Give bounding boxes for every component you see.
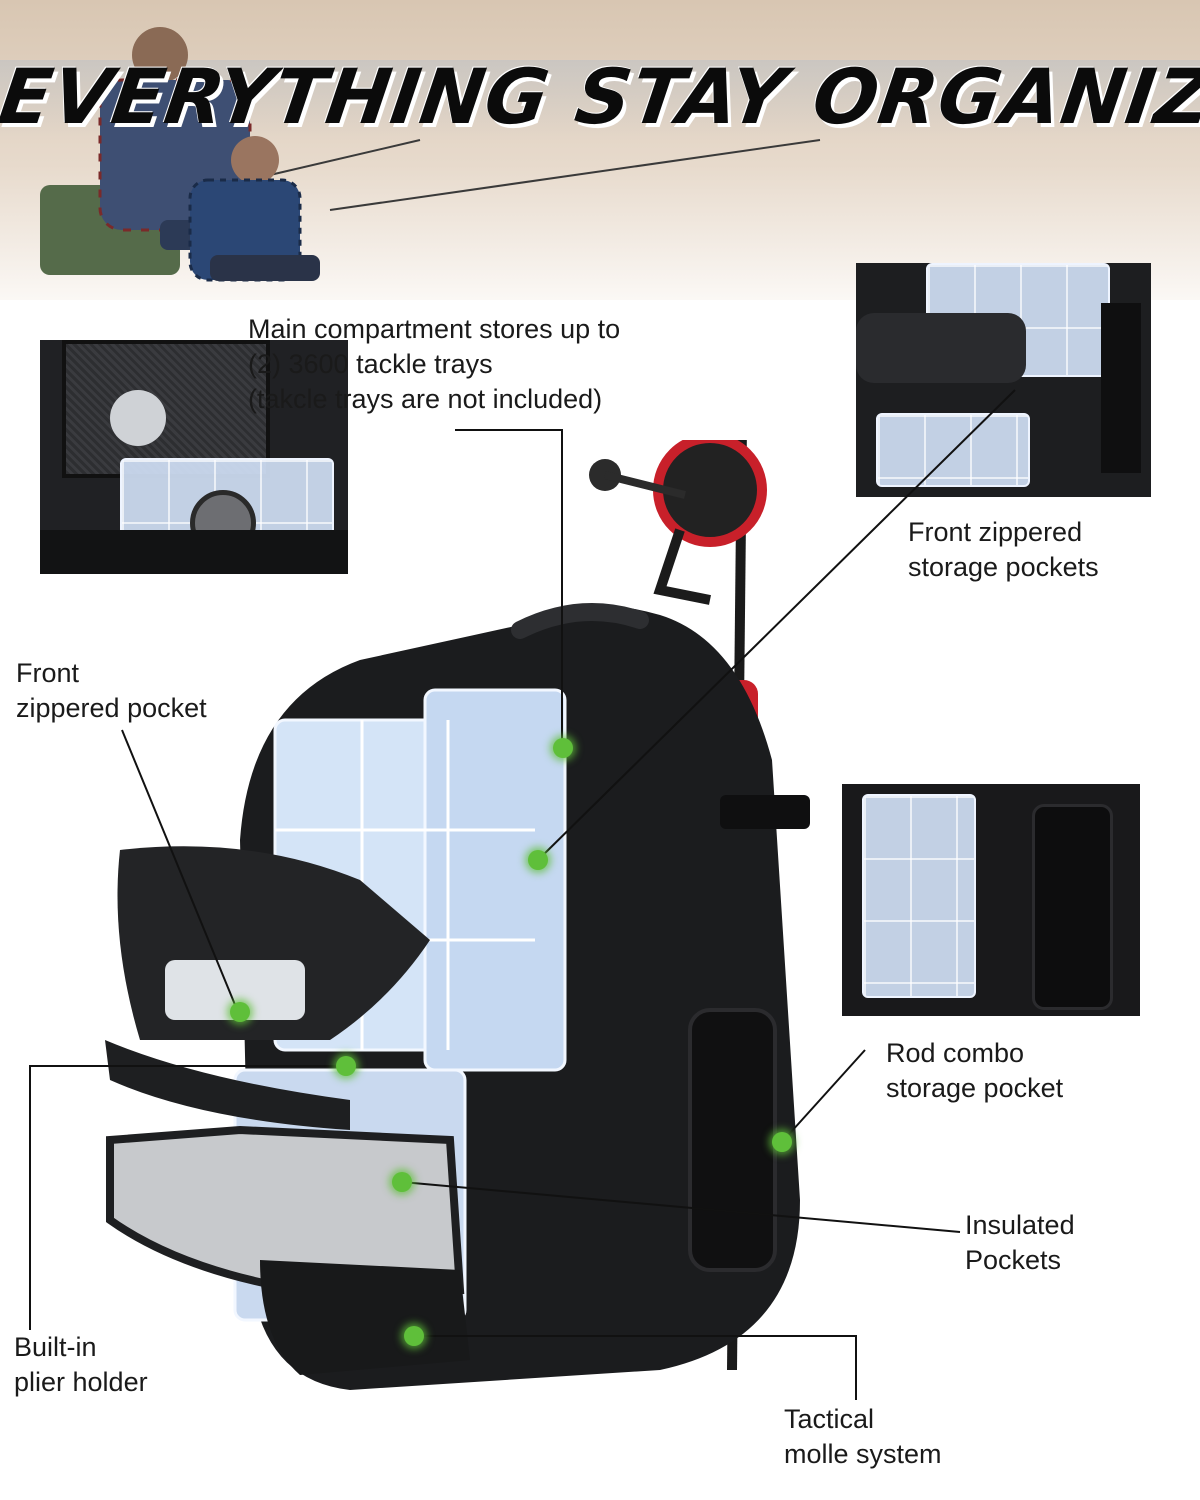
callout-front-storage-pockets: Front zippered storage pockets [908, 515, 1099, 585]
marker-dot [392, 1172, 412, 1192]
inset-base [40, 530, 348, 574]
callout-line: Pockets [965, 1245, 1062, 1276]
marker-dot [553, 738, 573, 758]
callout-rod-pocket: Rod combo storage pocket [886, 1036, 1063, 1106]
marker-dot [772, 1132, 792, 1152]
fishing-people-illustration [40, 27, 821, 282]
callout-line: Main compartment stores up to [248, 314, 621, 344]
callout-insulated-pockets: Insulated Pockets [965, 1208, 1075, 1278]
callout-line: storage pocket [886, 1073, 1064, 1104]
backpack-illustration [105, 440, 810, 1390]
callout-line: molle system [784, 1439, 942, 1470]
callout-line: Rod combo [886, 1038, 1025, 1068]
inset-lower-tray [876, 413, 1030, 487]
inset-side-pocket [1032, 804, 1113, 1010]
callout-line: Insulated [965, 1210, 1075, 1240]
inset-side-tray [862, 794, 976, 998]
callout-front-pocket: Front zippered pocket [16, 656, 207, 726]
callout-line: (takcle trays are not included) [248, 384, 603, 415]
callout-line: storage pockets [908, 552, 1099, 583]
callout-line: plier holder [14, 1367, 148, 1398]
callout-line: zippered pocket [16, 693, 207, 724]
marker-dot [230, 1002, 250, 1022]
backpack-product [100, 440, 820, 1440]
callout-molle-system: Tactical molle system [784, 1402, 942, 1472]
marker-dot [336, 1056, 356, 1076]
marker-dot [404, 1326, 424, 1346]
inset-main-compartment-photo [40, 340, 348, 574]
callout-line: Front zippered [908, 517, 1083, 547]
page-headline: EVERYTHING STAY ORGANIZED [0, 52, 1200, 141]
callout-plier-holder: Built-in plier holder [14, 1330, 148, 1400]
callout-main-compartment: Main compartment stores up to (2) 3600 t… [248, 312, 620, 417]
hero-banner: EVERYTHING STAY ORGANIZED [0, 0, 1200, 300]
inset-strap [1101, 303, 1141, 473]
marker-dot [528, 850, 548, 870]
inset-front-pockets-photo [856, 263, 1151, 497]
mesh-lid [62, 340, 270, 478]
callout-line: (2) 3600 tackle trays [248, 349, 493, 380]
inset-pocket-flap [856, 313, 1026, 383]
callout-line: Tactical [784, 1404, 875, 1434]
inset-rod-pocket-photo [842, 784, 1140, 1016]
fish-emblem-icon [110, 390, 166, 446]
callout-line: Built-in [14, 1332, 97, 1362]
callout-line: Front [16, 658, 80, 688]
